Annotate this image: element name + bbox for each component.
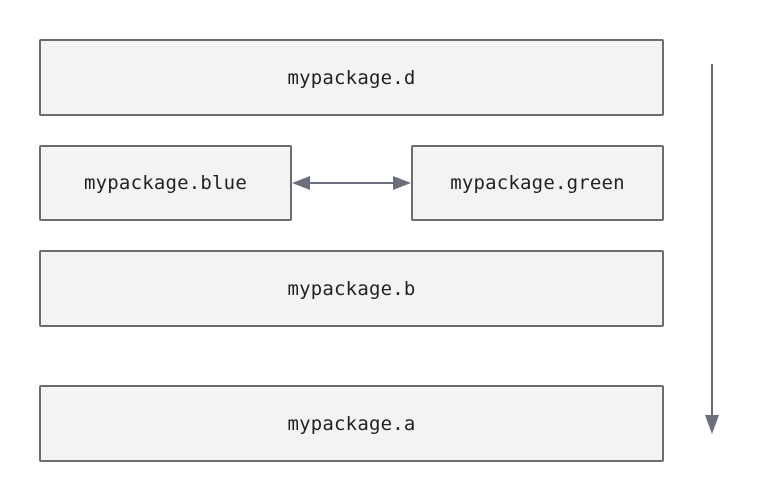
- node-label-d: mypackage.d: [287, 66, 416, 89]
- node-mypackage-green: mypackage.green: [411, 145, 664, 221]
- node-mypackage-a: mypackage.a: [39, 385, 664, 462]
- node-label-blue: mypackage.blue: [84, 172, 247, 194]
- arrowhead-right-icon: [393, 176, 411, 190]
- arrowhead-left-icon: [292, 176, 310, 190]
- node-mypackage-b: mypackage.b: [39, 250, 664, 327]
- order-arrow: [705, 64, 719, 434]
- node-mypackage-blue: mypackage.blue: [39, 145, 292, 221]
- arrowhead-down-icon: [705, 415, 719, 434]
- edge-blue-green: [292, 176, 411, 190]
- node-mypackage-d: mypackage.d: [39, 39, 664, 116]
- node-label-b: mypackage.b: [287, 277, 416, 300]
- node-label-a: mypackage.a: [287, 412, 416, 435]
- node-label-green: mypackage.green: [450, 172, 625, 194]
